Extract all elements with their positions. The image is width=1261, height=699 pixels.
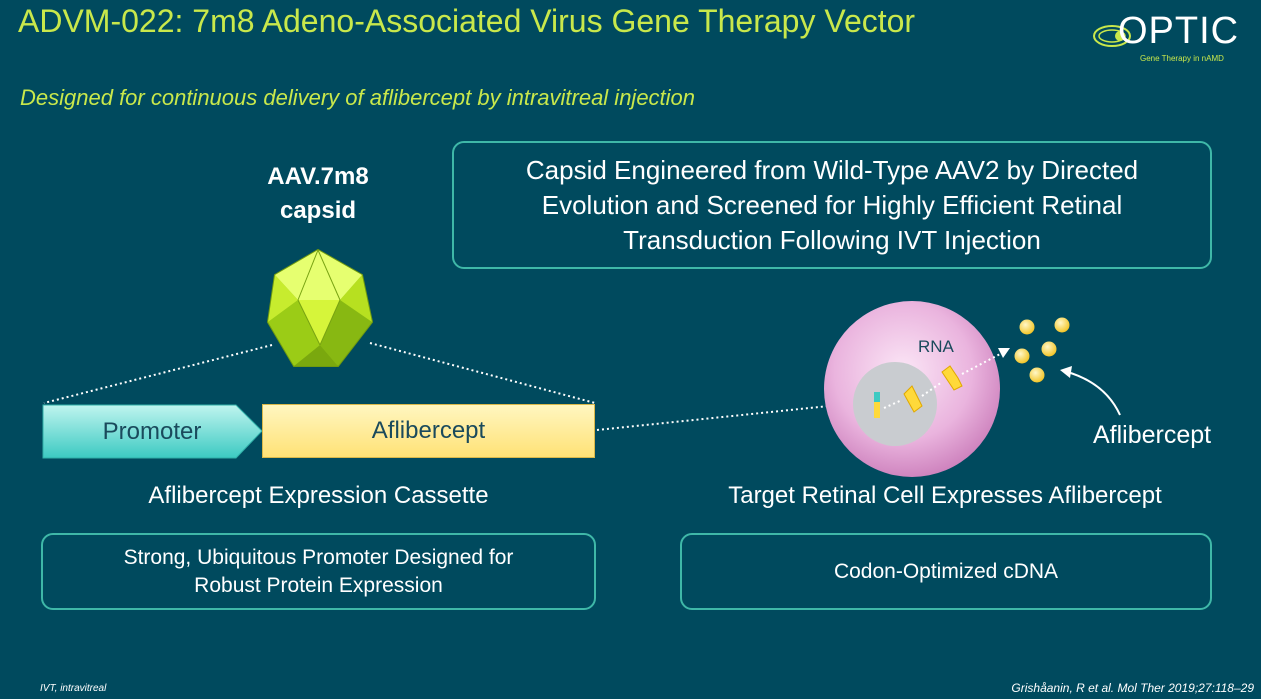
dna-promoter-segment	[874, 392, 880, 402]
logo-tagline: Gene Therapy in nAMD	[1140, 54, 1224, 63]
capsid-info-box: Capsid Engineered from Wild-Type AAV2 by…	[452, 141, 1212, 269]
delivery-line	[596, 403, 849, 431]
cdna-note-box: Codon-Optimized cDNA	[680, 533, 1212, 610]
rna-label: RNA	[918, 337, 954, 356]
aflibercept-gene-label: Aflibercept	[371, 417, 486, 444]
capsid-info-text: Capsid Engineered from Wild-Type AAV2 by…	[525, 154, 1139, 255]
cell-caption: Target Retinal Cell Expresses Aflibercep…	[728, 482, 1162, 509]
footnote-reference: Grishåanin, R et al. Mol Ther 2019;27:11…	[1011, 681, 1254, 695]
promoter-note-box: Strong, Ubiquitous Promoter Designed for…	[41, 533, 596, 610]
capsid-label: AAV.7m8 capsid	[238, 160, 398, 228]
slide-title: ADVM-022: 7m8 Adeno-Associated Virus Gen…	[18, 3, 916, 39]
promoter-shape	[42, 404, 263, 459]
aflibercept-protein-icon	[1014, 317, 1070, 383]
eye-icon	[1093, 25, 1131, 47]
slide-subtitle: Designed for continuous delivery of afli…	[20, 85, 696, 110]
capsid-label-line1: AAV.7m8	[267, 163, 369, 190]
aflibercept-product-label: Aflibercept	[1093, 421, 1212, 449]
aflibercept-gene-box: Aflibercept	[262, 404, 595, 458]
optic-logo: OPTIC Gene Therapy in nAMD	[1088, 10, 1248, 70]
promoter-label: Promoter	[102, 418, 202, 445]
logo-wordmark: OPTIC	[1118, 10, 1240, 52]
projection-line-right	[369, 342, 596, 404]
capsid-icon	[266, 248, 374, 367]
projection-line-left	[43, 344, 273, 404]
curved-arrow-icon	[1063, 370, 1121, 416]
capsid-label-line2: capsid	[279, 197, 357, 224]
cassette-caption: Aflibercept Expression Cassette	[148, 482, 489, 509]
dna-gene-segment	[874, 402, 880, 418]
cdna-note-text: Codon-Optimized cDNA	[833, 559, 1059, 583]
footnote-abbreviation: IVT, intravitreal	[40, 683, 107, 694]
promoter-note-text: Strong, Ubiquitous Promoter Designed for…	[123, 545, 514, 597]
mrna-icon	[903, 365, 963, 413]
